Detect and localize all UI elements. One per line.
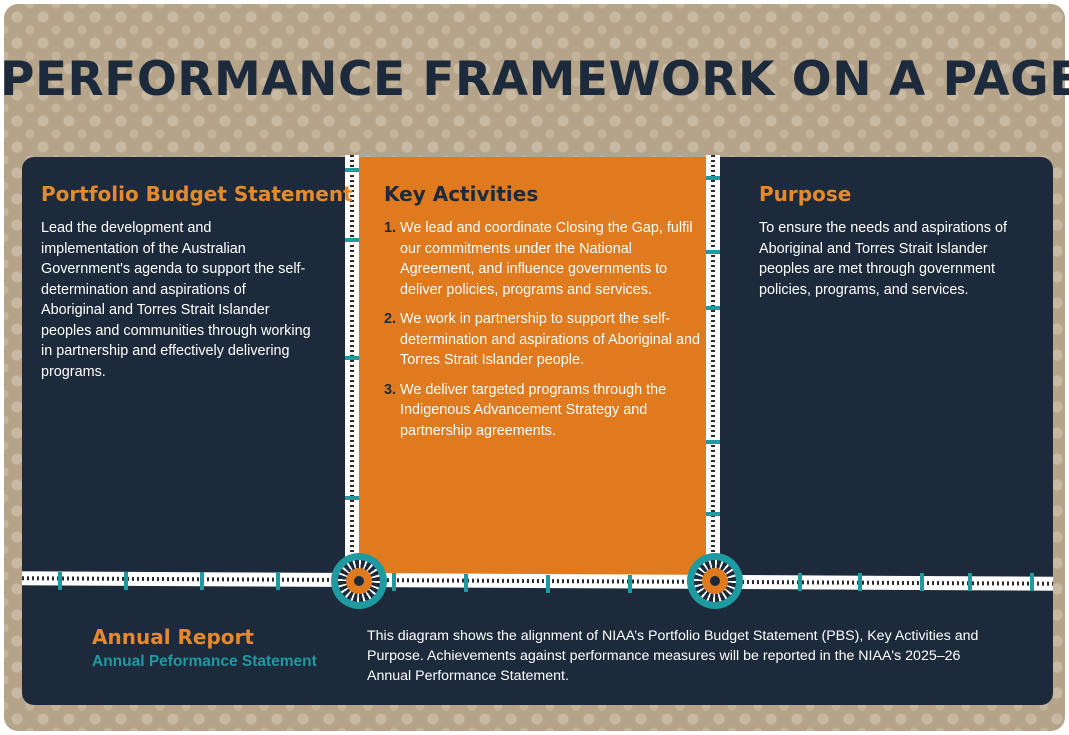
stripe-marker bbox=[706, 440, 720, 444]
stripe-marker bbox=[706, 512, 720, 516]
stripe-marker bbox=[1030, 573, 1034, 591]
stripe-marker bbox=[706, 250, 720, 254]
stripe-marker bbox=[345, 496, 359, 500]
key-activity-text: We lead and coordinate Closing the Gap, … bbox=[400, 220, 693, 298]
key-activities-list: 1. We lead and coordinate Closing the Ga… bbox=[384, 218, 704, 450]
stripe-marker bbox=[392, 573, 396, 591]
key-activities-heading: Key Activities bbox=[384, 182, 539, 206]
key-activities-panel bbox=[350, 157, 710, 577]
key-activity-item: 1. We lead and coordinate Closing the Ga… bbox=[384, 218, 704, 300]
pbs-body: Lead the development and implementation … bbox=[41, 220, 311, 380]
key-activity-item: 3. We deliver targeted programs through … bbox=[384, 380, 704, 442]
key-activity-text: We work in partnership to support the se… bbox=[400, 311, 701, 368]
purpose-heading: Purpose bbox=[759, 182, 852, 206]
stripe-marker bbox=[546, 575, 550, 593]
page-title: PERFORMANCE FRAMEWORK ON A PAGE bbox=[0, 52, 1069, 107]
junction-node-left bbox=[331, 553, 387, 609]
stripe-marker bbox=[345, 356, 359, 360]
list-number: 2. bbox=[384, 311, 397, 327]
stripe-marker bbox=[345, 168, 359, 172]
diagram-note: This diagram shows the alignment of NIAA… bbox=[367, 628, 979, 684]
list-number: 1. bbox=[384, 220, 397, 236]
stripe-marker bbox=[345, 238, 359, 242]
stripe-marker bbox=[58, 572, 62, 590]
stripe-marker bbox=[968, 573, 972, 591]
key-activity-item: 2. We work in partnership to support the… bbox=[384, 309, 704, 371]
stripe-marker bbox=[276, 572, 280, 590]
stripe-marker bbox=[706, 306, 720, 310]
annual-report-subtitle: Annual Peformance Statement bbox=[92, 653, 317, 670]
annual-report-title: Annual Report bbox=[92, 625, 254, 649]
stripe-marker bbox=[920, 573, 924, 591]
stripe-marker bbox=[464, 574, 468, 592]
stripe-marker bbox=[858, 573, 862, 591]
purpose-body: To ensure the needs and aspirations of A… bbox=[759, 220, 1008, 298]
right-vertical-stripe bbox=[706, 155, 720, 575]
stripe-marker bbox=[200, 572, 204, 590]
stripe-marker bbox=[798, 573, 802, 591]
pbs-heading: Portfolio Budget Statement bbox=[41, 182, 353, 206]
stripe-marker bbox=[124, 572, 128, 590]
left-vertical-stripe bbox=[345, 155, 359, 575]
stripe-marker bbox=[706, 176, 720, 180]
list-number: 3. bbox=[384, 381, 397, 398]
key-activity-text: We deliver targeted programs through the… bbox=[400, 381, 667, 439]
junction-node-right bbox=[687, 553, 743, 609]
stripe-marker bbox=[628, 575, 632, 593]
